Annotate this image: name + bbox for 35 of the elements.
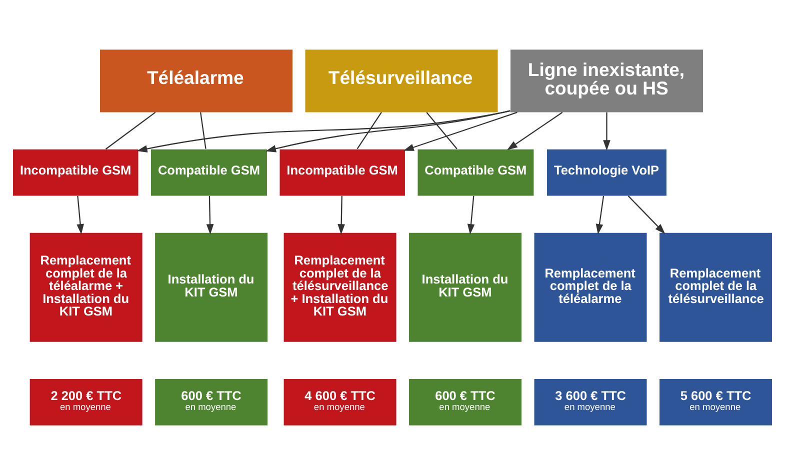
node-box: Remplacement complet de la télésurveillance: [660, 232, 772, 342]
node-box: Remplacement complet de la téléalarme: [534, 232, 647, 342]
arrow: [338, 196, 345, 235]
node-box: 3 600 € TTC en moyenne: [534, 378, 647, 426]
connector: [200, 112, 206, 149]
node-box: 600 € TTC en moyenne: [155, 378, 268, 426]
arrow: [603, 112, 610, 151]
arrow: [467, 196, 475, 235]
node-box: Technologie VoIP: [547, 149, 666, 196]
arrow: [136, 110, 510, 152]
node-box: 5 600 € TTC en moyenne: [660, 378, 772, 426]
arrow: [206, 196, 214, 235]
arrow: [76, 196, 84, 235]
node-box: Compatible GSM: [151, 149, 267, 196]
node-box: 2 200 € TTC en moyenne: [30, 378, 142, 426]
connector: [426, 112, 458, 150]
arrow: [628, 196, 666, 234]
arrow: [403, 112, 518, 151]
node-box: Ligne inexistante, coupée ou HS: [510, 50, 703, 112]
connector: [356, 112, 382, 150]
node-box: 600 € TTC en moyenne: [409, 378, 522, 426]
node-box: Télésurveillance: [305, 50, 498, 112]
node-box: Installation du KIT GSM: [155, 232, 268, 342]
arrow: [596, 196, 604, 235]
node-box: Remplacement complet de la télésurveillance + Installation du KIT GSM: [284, 232, 396, 342]
node-box: Incompatible GSM: [13, 149, 138, 196]
node-box: Compatible GSM: [418, 149, 534, 196]
node-box: Téléalarme: [100, 50, 292, 112]
node-box: 4 600 € TTC en moyenne: [284, 378, 396, 426]
connector: [105, 112, 156, 150]
arrow: [506, 112, 563, 150]
node-box: Incompatible GSM: [280, 149, 405, 196]
node-box: Remplacement complet de la téléalarme + Installation du KIT GSM: [30, 232, 142, 342]
node-box: Installation du KIT GSM: [409, 232, 522, 342]
arrow: [266, 110, 510, 152]
